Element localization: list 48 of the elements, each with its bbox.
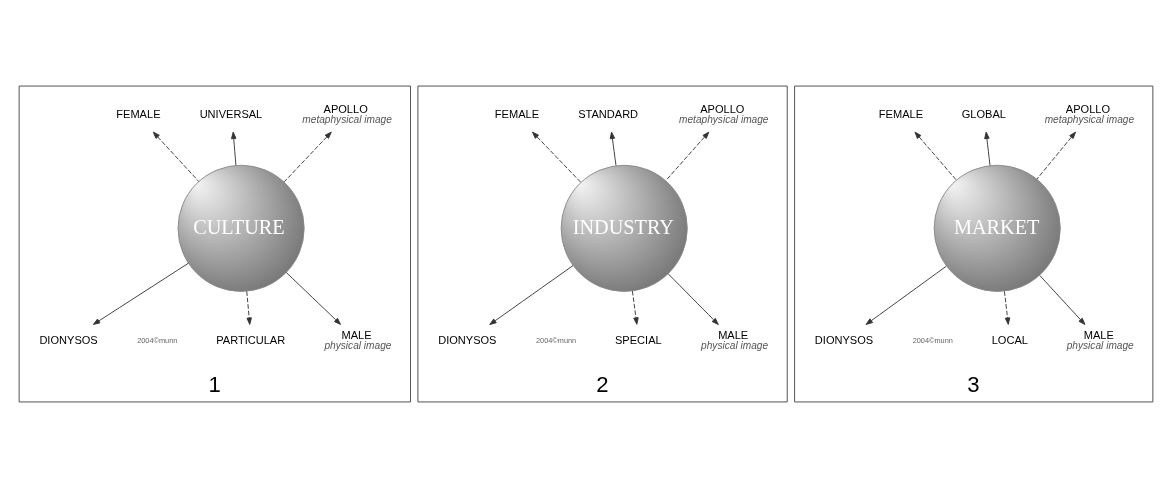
arrow	[283, 131, 332, 183]
node-text: APOLLO	[1065, 102, 1111, 115]
arrow	[667, 273, 719, 325]
node-text: SPECIAL	[615, 334, 662, 347]
node-text: APOLLO	[700, 102, 745, 115]
arrow	[609, 131, 617, 166]
arrow	[152, 131, 200, 182]
label: 2004©munn	[912, 335, 953, 345]
node-text: MALE	[341, 328, 372, 341]
node-text: GLOBAL	[961, 108, 1006, 121]
arrow	[92, 262, 189, 325]
arrow	[865, 265, 947, 325]
node-label: metaphysical image	[679, 114, 769, 126]
arrow	[1036, 131, 1076, 180]
node-text: DIONYSOS	[438, 334, 497, 347]
arrow	[631, 290, 639, 325]
node-label: physical image	[701, 339, 769, 351]
node-text: FEMALE	[878, 108, 924, 121]
node-text: MALE	[718, 328, 749, 341]
arrow	[914, 131, 957, 181]
arrow	[489, 265, 574, 326]
arrow	[1003, 290, 1011, 325]
arrow	[246, 290, 252, 325]
arrow	[231, 131, 237, 166]
node-text: MALE	[1083, 328, 1114, 341]
label: 2004©munn	[535, 335, 577, 345]
arrow	[285, 272, 342, 325]
node-text: UNIVERSAL	[199, 108, 263, 121]
node-text: STANDARD	[578, 108, 639, 121]
node-text: LOCAL	[991, 334, 1028, 347]
arrow	[1039, 274, 1086, 325]
node-text: FEMALE	[116, 108, 161, 121]
arrow	[984, 131, 991, 166]
node-circle: INDUSTRY	[560, 164, 688, 292]
node-label: physical image	[324, 339, 392, 351]
arrow	[665, 131, 710, 182]
node-text: PARTICULAR	[216, 334, 286, 347]
node-label: metaphysical image	[1044, 114, 1135, 126]
node-text: DIONYSOS	[39, 334, 98, 347]
node-label: physical image	[1066, 339, 1134, 351]
node-text: APOLLO	[323, 102, 368, 115]
arrow	[532, 131, 582, 183]
node-text: DIONYSOS	[814, 334, 874, 347]
node-label: metaphysical image	[302, 114, 392, 126]
node-circle: CULTURE	[177, 164, 305, 292]
label: 2004©munn	[137, 335, 178, 345]
node-circle: MARKET	[933, 164, 1061, 292]
node-text: FEMALE	[494, 108, 540, 121]
